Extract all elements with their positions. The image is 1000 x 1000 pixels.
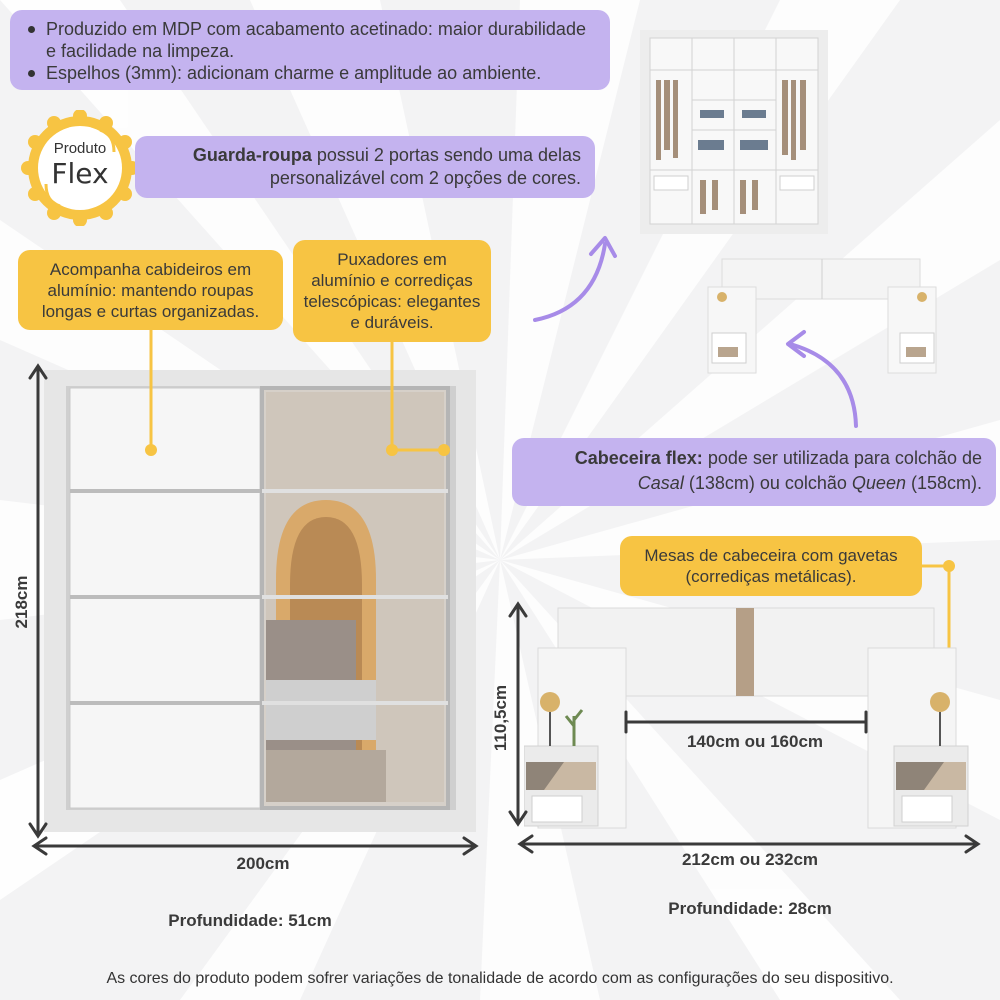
wardrobe-note-box: Guarda-roupa possui 2 portas sendo uma d… — [135, 136, 595, 198]
headboard-depth-label: Profundidade: 28cm — [668, 899, 832, 918]
headboard-height-label: 110,5cm — [491, 684, 510, 752]
badge-seal-icon — [21, 109, 139, 227]
headboard-inner-label: 140cm ou 160cm — [686, 732, 824, 751]
nightstands-callout: Mesas de cabeceira com gavetas (corrediç… — [620, 536, 922, 596]
headboard-note-text2: (138cm) ou colchão — [683, 473, 852, 493]
features-box: Produzido em MDP com acabamento acetinad… — [10, 10, 610, 90]
wardrobe-note-bold: Guarda-roupa — [192, 145, 312, 165]
wardrobe-depth-label: Profundidade: 51cm — [168, 911, 332, 930]
features-list: Produzido em MDP com acabamento acetinad… — [24, 18, 596, 84]
badge-line1: Produto — [53, 140, 107, 157]
headboard-note-box: Cabeceira flex: pode ser utilizada para … — [512, 438, 996, 506]
wardrobe-dimension-lines — [28, 363, 479, 856]
hangers-callout: Acompanha cabideiros em alumínio: manten… — [18, 250, 283, 330]
headboard-width-label: 212cm ou 232cm — [681, 850, 819, 869]
wardrobe-pointers — [145, 330, 450, 456]
arrow-to-headboard-icon — [786, 330, 858, 428]
wardrobe-interior-photo — [640, 30, 828, 234]
handles-callout: Puxadores em alumínio e corrediças teles… — [293, 240, 491, 342]
wardrobe-note-text: possui 2 portas sendo uma delas personal… — [269, 145, 581, 188]
feature-item: Produzido em MDP com acabamento acetinad… — [24, 18, 596, 62]
produto-flex-badge: Produto Flex — [18, 109, 142, 227]
headboard-note-text1: pode ser utilizada para colchão de — [702, 448, 982, 468]
badge-line2: Flex — [51, 157, 109, 190]
wardrobe-width-label: 200cm — [236, 854, 290, 873]
wardrobe-height-label: 218cm — [12, 575, 31, 629]
headboard-dimension-lines — [508, 601, 981, 854]
headboard-illustration — [524, 607, 969, 829]
headboard-note-queen: Queen — [851, 473, 906, 493]
feature-item: Espelhos (3mm): adicionam charme e ampli… — [24, 62, 596, 84]
headboard-note-casal: Casal — [637, 473, 684, 493]
headboard-note-text3: (158cm). — [905, 473, 982, 493]
headboard-preview — [707, 258, 937, 374]
footer-disclaimer: As cores do produto podem sofrer variaçõ… — [106, 970, 894, 987]
arrow-to-wardrobe-icon — [533, 236, 617, 322]
wardrobe-illustration — [44, 370, 476, 832]
headboard-note-bold: Cabeceira flex: — [574, 448, 703, 468]
